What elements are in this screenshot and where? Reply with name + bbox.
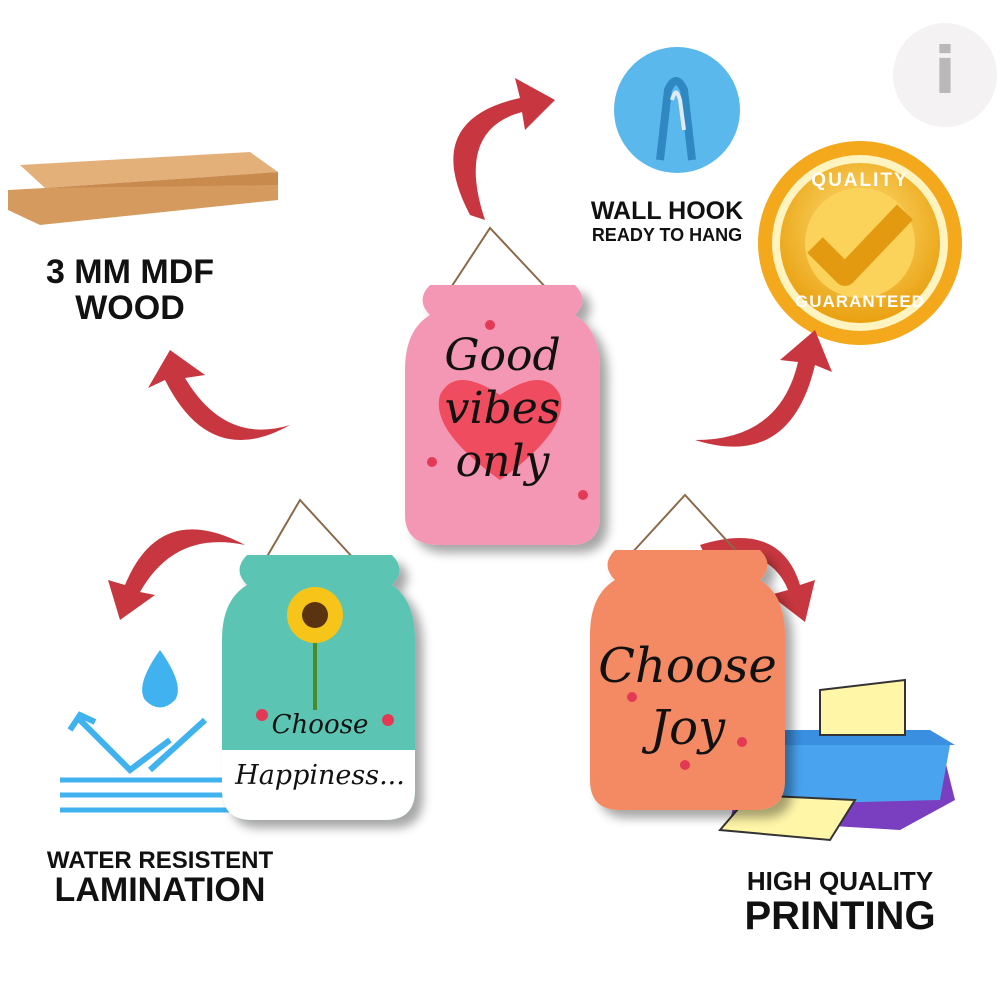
water-label: WATER RESISTENT LAMINATION [20, 848, 300, 909]
wood-planks-icon [8, 152, 278, 225]
water-label-line2: LAMINATION [54, 871, 266, 910]
printing-label-line2: PRINTING [744, 894, 936, 939]
teal-jar-text-happiness: Happiness... [235, 760, 405, 791]
wood-label: 3 MM MDF WOOD [20, 253, 240, 327]
hanging-strings [264, 226, 741, 561]
printing-label-line1: HIGH QUALITY [746, 866, 934, 896]
hook-subtitle: READY TO HANG [591, 225, 743, 246]
product-text-line: vibes [444, 382, 561, 434]
pink-jar-text: Good vibes only [420, 330, 585, 488]
printing-label: HIGH QUALITY PRINTING [715, 866, 965, 939]
badge-top-text: QUALITY [811, 170, 909, 191]
arrow-icon [108, 529, 245, 620]
wood-label-line2: WOOD [75, 288, 185, 327]
heart-icon [438, 380, 562, 480]
quality-badge-icon [758, 141, 962, 345]
water-resistant-icon [60, 650, 240, 813]
arrow-icon [695, 330, 832, 447]
product-text-line: Good [444, 330, 561, 381]
badge-bottom-text: GUARANTEED [795, 292, 925, 311]
water-label-line1: WATER RESISTENT [46, 847, 274, 874]
orange-jar-text: Choose Joy [595, 635, 780, 760]
cycle-arrows [108, 78, 832, 622]
logo-circle [893, 23, 997, 127]
orange-jar-sign [590, 550, 785, 810]
teal-jar-text-choose: Choose [271, 710, 369, 740]
teal-jar-white-band [222, 750, 415, 820]
arrow-icon [148, 350, 290, 440]
product-text-line: only [455, 435, 550, 487]
hook-label: WALL HOOK READY TO HANG [567, 198, 767, 245]
sunflower-icon [287, 587, 343, 710]
wall-hook-icon [614, 47, 740, 173]
product-text-line: Choose [598, 638, 777, 694]
small-hearts [256, 320, 747, 770]
wood-label-line1: 3 MM MDF [45, 253, 215, 291]
printer-icon [717, 678, 955, 842]
hook-title: WALL HOOK [590, 197, 744, 225]
logo-letter: i [934, 35, 956, 109]
arrow-icon [700, 538, 815, 622]
arrow-icon [453, 78, 555, 220]
product-text-line: Joy [649, 700, 726, 757]
